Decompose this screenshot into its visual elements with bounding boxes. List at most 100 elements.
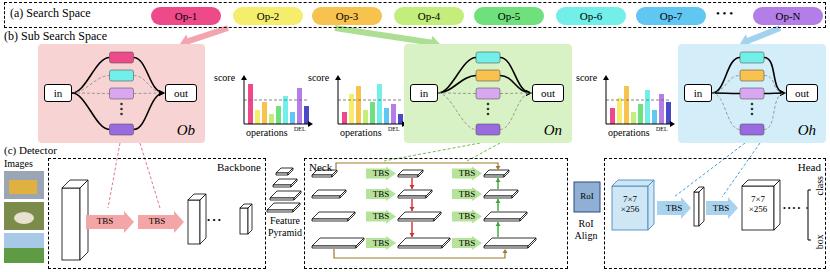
- sub-search-panel: Oninout: [404, 44, 572, 143]
- pyramid-level-edge: [356, 238, 364, 248]
- score-bar: [631, 112, 636, 124]
- op-edge: [134, 58, 165, 94]
- module-label: TBS: [366, 211, 396, 221]
- axis-label: score: [214, 72, 235, 84]
- photo-detail: [9, 180, 37, 194]
- axis-arrowhead: [308, 121, 313, 127]
- pyramid-level-edge: [484, 219, 520, 221]
- pyramid-level-edge: [288, 168, 293, 175]
- ellipsis: • • • •: [783, 204, 800, 213]
- output-label: class: [813, 176, 825, 195]
- operation-box: [476, 124, 500, 135]
- op-edge: [72, 93, 110, 130]
- score-bar: [666, 102, 671, 124]
- op-edge: [764, 58, 785, 94]
- operation-box: [740, 88, 764, 99]
- output-box: out: [532, 84, 564, 102]
- flow-arrowhead: [410, 207, 415, 211]
- input-box: in: [684, 84, 712, 102]
- ellipsis-dot: [751, 103, 754, 106]
- operation-box: [476, 88, 500, 99]
- op-edge: [72, 76, 110, 94]
- op-edge: [134, 93, 165, 130]
- region-title: Backbone: [217, 161, 261, 174]
- axis-arrowhead: [603, 75, 609, 80]
- operation-pill: Op-2: [233, 7, 303, 25]
- box-label: in: [54, 87, 63, 100]
- pyramid-level-edge: [484, 196, 512, 198]
- sub-search-panel: Ohinout: [678, 44, 826, 143]
- score-bar: [248, 84, 253, 124]
- module-label: TBS: [452, 168, 482, 178]
- pyramid-level-edge: [267, 210, 293, 212]
- pyramid-level-edge: [504, 170, 509, 177]
- axis-arrowhead: [335, 75, 341, 80]
- axis-label: operations: [340, 127, 382, 139]
- operation-box: [476, 70, 500, 81]
- flow-arrowhead: [410, 233, 415, 237]
- pyramid-level-edge: [312, 219, 348, 221]
- score-bar: [370, 102, 375, 124]
- feature-map: [240, 208, 248, 234]
- ellipsis-dot: [120, 108, 123, 111]
- module-label: TBS: [659, 203, 689, 213]
- op-edge: [764, 76, 785, 94]
- pyramid-level-edge: [434, 212, 441, 221]
- module-label: TBS: [706, 203, 736, 213]
- op-edge: [500, 93, 531, 130]
- photo: [4, 202, 44, 230]
- feature-map-top: [742, 180, 780, 186]
- pyramid-level: [312, 238, 364, 246]
- feature-map: [188, 200, 200, 244]
- connector-line: [335, 28, 432, 43]
- op-edge: [712, 76, 740, 94]
- bar-label: DEL: [388, 126, 400, 133]
- score-bar: [269, 114, 274, 124]
- feature-map-side: [648, 180, 654, 230]
- input-box: in: [410, 84, 438, 102]
- pyramid-level: [484, 238, 536, 246]
- operation-box: [110, 70, 134, 81]
- score-bar: [652, 110, 657, 124]
- op-edge: [72, 93, 110, 95]
- photo: [4, 233, 44, 263]
- score-bar: [391, 104, 396, 124]
- feature-map: [742, 186, 774, 230]
- tbs-arrow: [452, 167, 482, 181]
- operation-box: [476, 52, 500, 63]
- backbone-region: Backbone: [48, 158, 266, 269]
- pyramid-level-edge: [512, 190, 518, 198]
- module-label: TBS: [140, 216, 174, 226]
- pyramid-level-edge: [418, 170, 423, 177]
- pyramid-level-edge: [294, 191, 301, 200]
- score-bar: [377, 84, 382, 124]
- pyramid-level-edge: [484, 246, 528, 248]
- output-box: out: [165, 84, 197, 102]
- feature-map-top: [612, 180, 654, 186]
- pyramid-level-edge: [398, 246, 442, 248]
- feature-map-side: [774, 180, 780, 230]
- skip-arrowhead: [496, 166, 501, 170]
- ellipsis: • • •: [716, 7, 733, 20]
- input-images: [4, 171, 44, 263]
- panel-symbol: Ob: [177, 122, 195, 139]
- module-label: TBS: [452, 238, 482, 248]
- pyramid-level-edge: [442, 238, 450, 248]
- pyramid-level-edge: [270, 198, 294, 200]
- leader-line: [722, 143, 760, 197]
- ellipsis-dot: [120, 103, 123, 106]
- pyramid-level-edge: [398, 175, 418, 177]
- photo-detail: [4, 248, 44, 263]
- operation-pill: Op-N: [753, 7, 823, 25]
- score-bar: [255, 110, 260, 124]
- operation-name: Op-1: [175, 10, 198, 23]
- input-label: Images: [4, 158, 33, 170]
- ellipsis-dot: [751, 108, 754, 111]
- tbs-arrow: [366, 210, 396, 224]
- leader-line: [140, 143, 160, 208]
- pyramid-level-edge: [398, 196, 426, 198]
- operation-pill: Op-6: [556, 7, 626, 25]
- dimension-label: 7×7 ×256: [617, 194, 643, 215]
- band-title: (a) Search Space: [10, 7, 91, 21]
- feature-map: [62, 188, 80, 260]
